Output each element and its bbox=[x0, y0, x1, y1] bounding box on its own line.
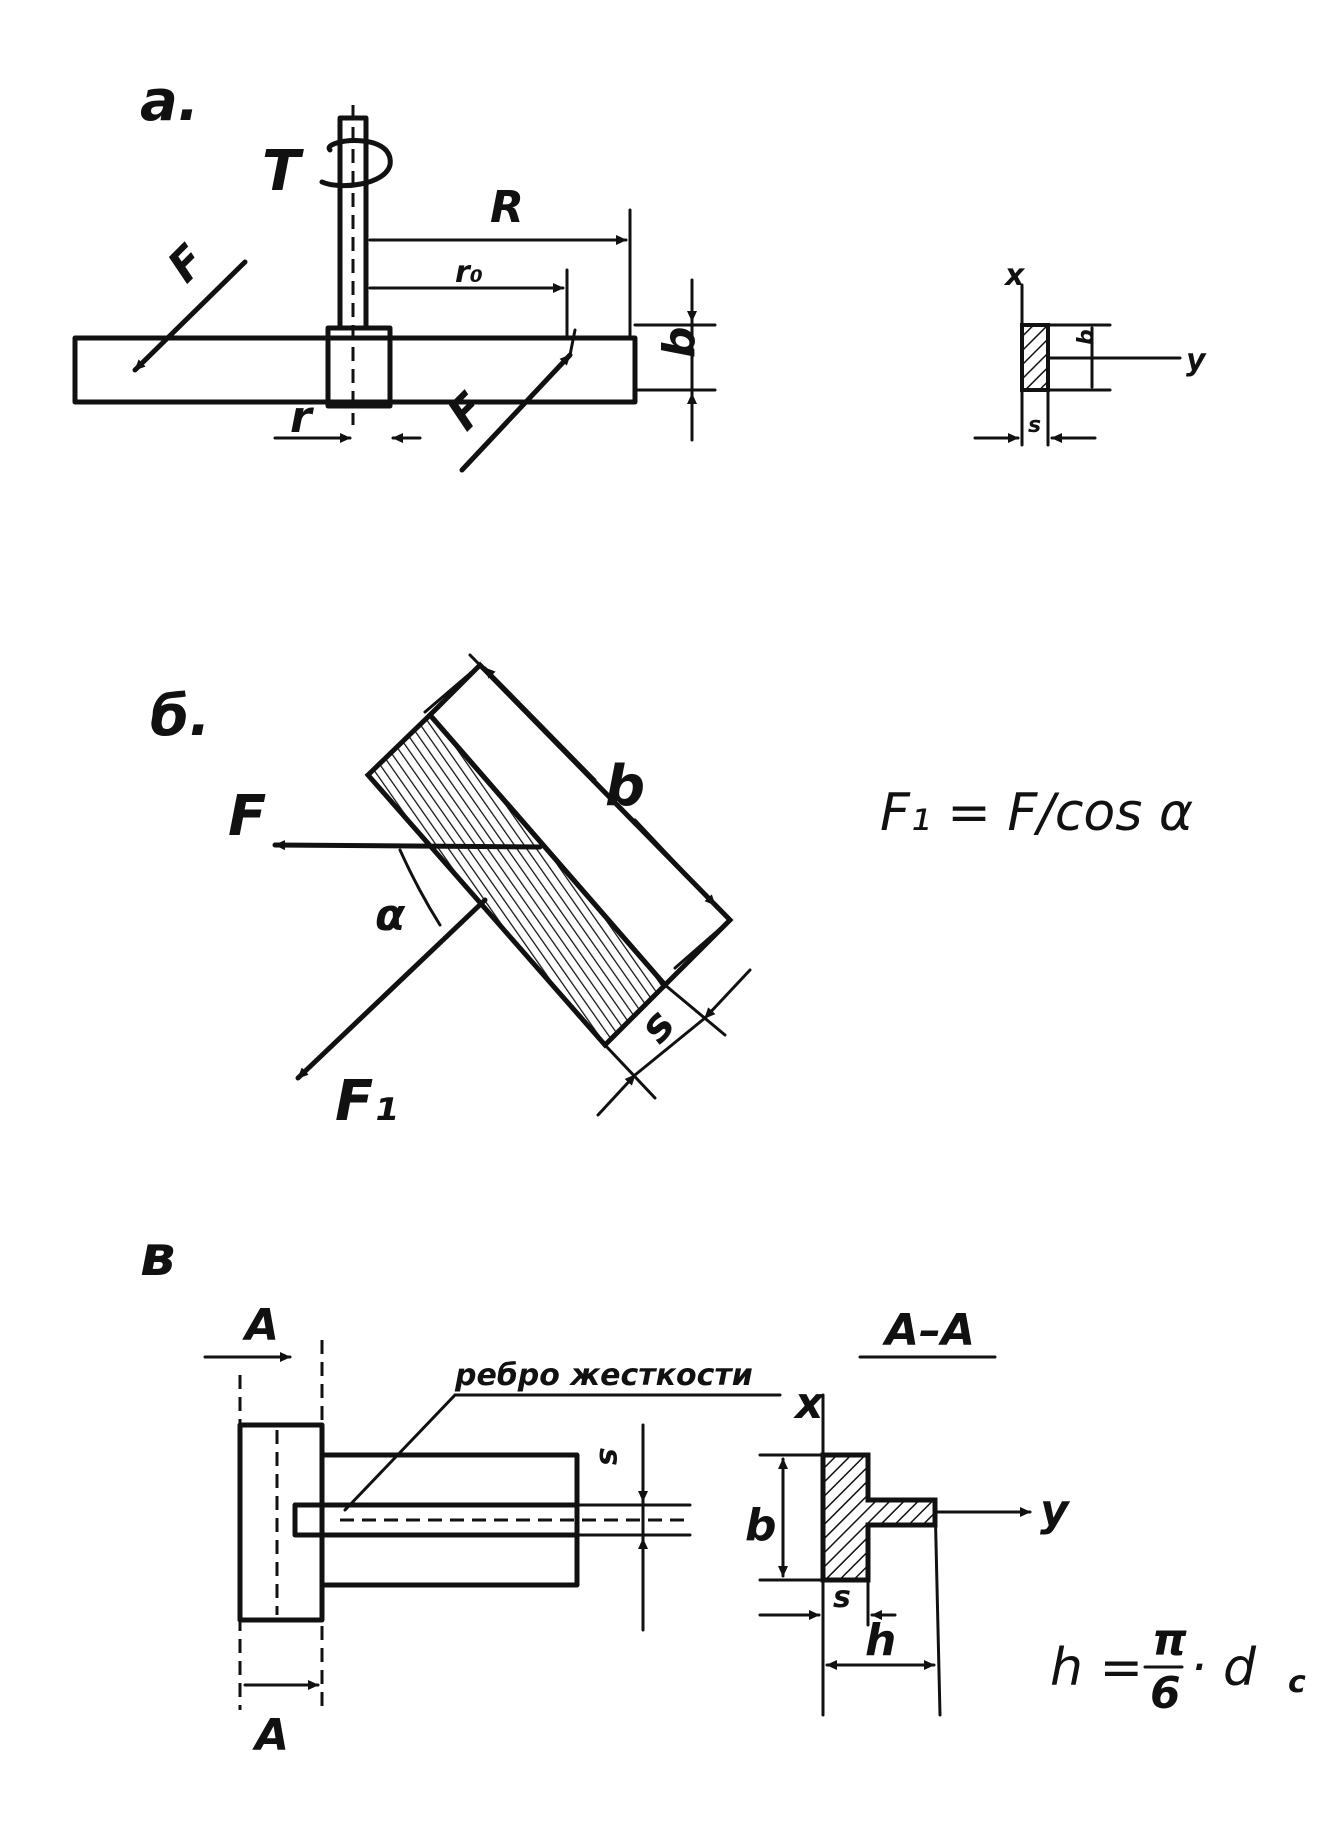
force-arrow-f1 bbox=[295, 897, 488, 1081]
section-mark-top: A bbox=[242, 1300, 279, 1351]
s-ext-2 bbox=[663, 983, 727, 1037]
b-ext-1 bbox=[423, 663, 482, 714]
aa-dim-s-label: s bbox=[833, 1580, 851, 1615]
b-ext-2 bbox=[673, 918, 732, 970]
radius-r-small-label: r bbox=[290, 392, 314, 443]
hub bbox=[325, 325, 393, 409]
force-arrow-f bbox=[272, 840, 543, 851]
section-b-label: b bbox=[1074, 329, 1099, 345]
angle-label: α bbox=[375, 890, 406, 941]
aa-axis-x-label: x bbox=[793, 1378, 825, 1429]
formula-h-lhs: h = bbox=[1050, 1638, 1143, 1698]
plate bbox=[72, 335, 638, 405]
aa-dim-h-label: h bbox=[865, 1615, 896, 1666]
force-label-f: F bbox=[158, 235, 215, 292]
section-aa-title: A–A bbox=[882, 1305, 975, 1356]
panel-c-label: в bbox=[140, 1224, 175, 1289]
force-label-tip: F bbox=[438, 383, 495, 440]
panel-a: a. T F R r₀ b r F bbox=[72, 69, 1207, 473]
torque-label: T bbox=[262, 139, 304, 204]
aa-weld-section bbox=[820, 1452, 938, 1583]
formula-h-subscript: c bbox=[1288, 1665, 1306, 1700]
section-weld bbox=[1020, 323, 1050, 392]
b-dim-arrow-1 bbox=[483, 666, 597, 782]
formula-h-numerator: π bbox=[1152, 1615, 1187, 1666]
stiffening-rib bbox=[292, 1502, 580, 1538]
formula-f1: F₁ = F/cos α bbox=[880, 783, 1193, 843]
section-axis-y-label: y bbox=[1186, 343, 1207, 378]
panel-a-label: a. bbox=[140, 69, 199, 134]
section-mark-bottom: A bbox=[252, 1710, 289, 1761]
panel-c: в A A s ребро жесткости A–A x bbox=[140, 1224, 1306, 1761]
s-arrow-1 bbox=[596, 1073, 637, 1117]
radius-r-label: R bbox=[490, 182, 524, 233]
section-axis-x-label: x bbox=[1003, 258, 1026, 293]
force-tip-bend bbox=[568, 328, 577, 357]
rib-label: ребро жесткости bbox=[454, 1358, 753, 1393]
dim-b-label: b bbox=[605, 754, 645, 819]
section-s-label: s bbox=[1028, 413, 1041, 438]
s-dim-line bbox=[633, 1016, 707, 1077]
force-arrow-f-tip bbox=[459, 352, 573, 473]
dim-s-label: s bbox=[592, 1448, 627, 1466]
torque-arc bbox=[319, 138, 393, 189]
formula-h-denominator: 6 bbox=[1150, 1668, 1181, 1719]
dim-b-label: b bbox=[654, 327, 705, 359]
radius-r0-label: r₀ bbox=[455, 255, 483, 290]
panel-b: б. b s F F₁ α F₁ = F/cos α bbox=[150, 653, 1193, 1134]
flange bbox=[237, 1422, 325, 1623]
force-label-f1: F₁ bbox=[335, 1069, 398, 1134]
section-aa: A–A x y b s h bbox=[745, 1305, 1071, 1717]
aa-axis-y-label: y bbox=[1040, 1485, 1071, 1536]
aa-right-ext bbox=[933, 1498, 942, 1717]
panel-b-label: б. bbox=[150, 684, 210, 749]
force-arrow-f bbox=[132, 259, 248, 373]
section-a: x y b s bbox=[973, 258, 1207, 447]
formula-h-rhs: · d bbox=[1190, 1638, 1257, 1698]
formula-h: h = π 6 · d c bbox=[1050, 1615, 1306, 1719]
angle-arc bbox=[398, 848, 442, 927]
b-dim-arrow-2 bbox=[633, 818, 717, 907]
aa-dim-b-label: b bbox=[745, 1500, 777, 1551]
force-label-f: F bbox=[228, 784, 266, 849]
s-ext-1 bbox=[603, 1043, 657, 1100]
s-arrow-2 bbox=[703, 968, 752, 1020]
rib-leader bbox=[343, 1393, 457, 1512]
